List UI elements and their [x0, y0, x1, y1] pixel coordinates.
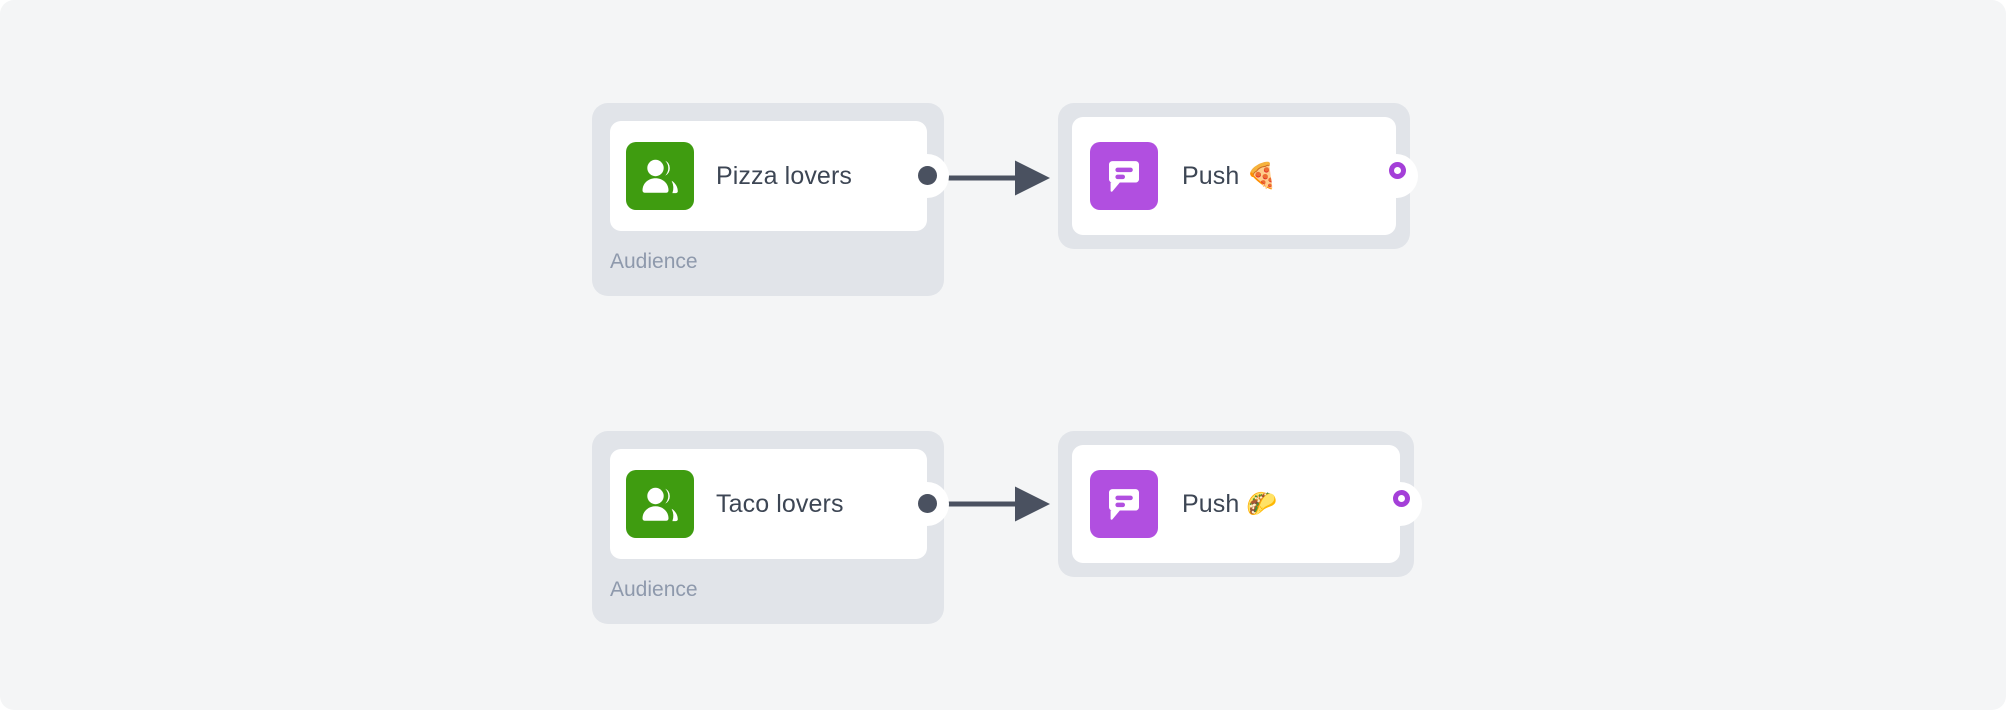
audience-title: Taco lovers	[716, 489, 844, 518]
people-icon	[626, 142, 694, 210]
audience-output-port[interactable]	[918, 494, 937, 513]
people-icon	[626, 470, 694, 538]
push-title: Push 🍕	[1182, 161, 1278, 190]
audience-card[interactable]: Taco lovers	[610, 449, 949, 559]
push-node-pizza[interactable]: Push 🍕	[1058, 103, 1418, 249]
chat-bubble-icon	[1090, 142, 1158, 210]
audience-node-pizza-lovers[interactable]: Pizza lovers Audience	[592, 103, 949, 296]
push-output-port[interactable]	[1389, 162, 1406, 179]
push-card[interactable]: Push 🍕	[1072, 117, 1418, 235]
audience-port-notch	[927, 482, 949, 526]
chat-bubble-icon	[1090, 470, 1158, 538]
push-card[interactable]: Push 🌮	[1072, 445, 1422, 563]
audience-type-label: Audience	[610, 250, 698, 273]
push-node-taco[interactable]: Push 🌮	[1058, 431, 1422, 577]
audience-title: Pizza lovers	[716, 161, 852, 190]
push-title: Push 🌮	[1182, 489, 1278, 518]
push-output-port[interactable]	[1393, 490, 1410, 507]
audience-port-notch	[927, 154, 949, 198]
audience-card[interactable]: Pizza lovers	[610, 121, 949, 231]
audience-output-port[interactable]	[918, 166, 937, 185]
audience-type-label: Audience	[610, 578, 698, 601]
audience-node-taco-lovers[interactable]: Taco lovers Audience	[592, 431, 949, 624]
